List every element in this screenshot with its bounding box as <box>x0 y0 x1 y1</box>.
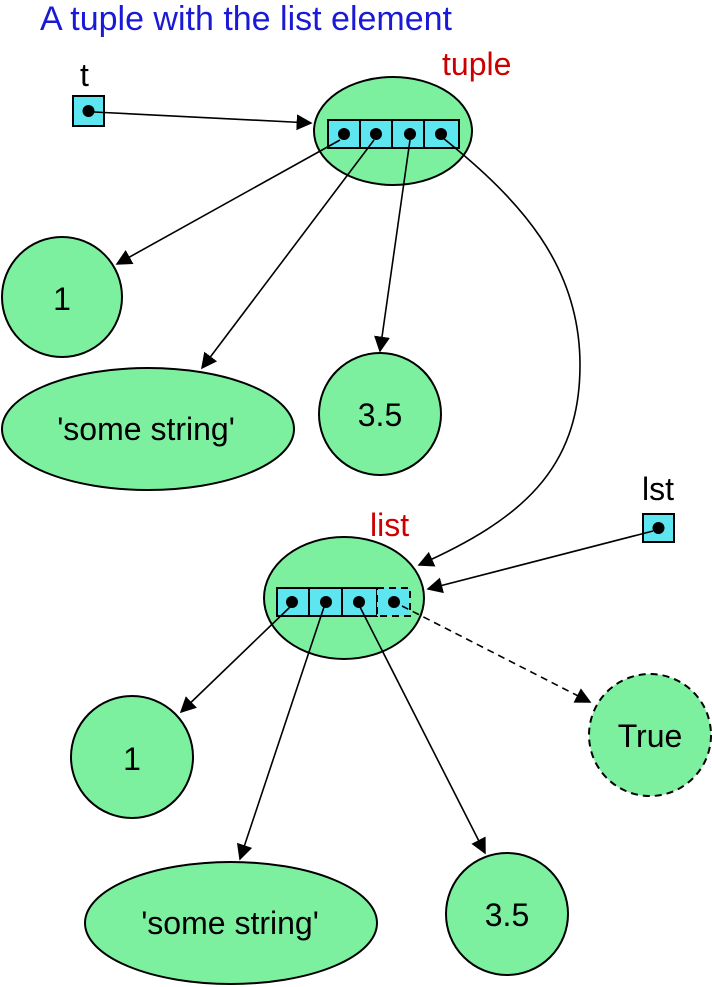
diagram-title: A tuple with the list element <box>40 0 453 38</box>
svg-text:'some string': 'some string' <box>141 905 319 941</box>
edge-list-to-string <box>236 606 325 861</box>
tuple-item-float-node: 3.5 <box>318 352 442 476</box>
edge-list-to-1 <box>179 606 291 714</box>
list-item-string-node: 'some string' <box>84 861 378 985</box>
list-label: list <box>370 507 409 543</box>
edge-lst-to-list <box>426 530 654 594</box>
svg-text:3.5: 3.5 <box>485 897 529 933</box>
edge-list-to-true <box>401 605 592 703</box>
list-item-true-node: True <box>588 673 712 797</box>
svg-text:3.5: 3.5 <box>358 397 402 433</box>
variable-t-label: t <box>80 57 89 93</box>
svg-text:'some string': 'some string' <box>57 411 235 447</box>
variable-lst-box <box>642 513 675 543</box>
list-node <box>263 536 425 660</box>
edge-tuple-to-string <box>201 139 375 370</box>
svg-text:1: 1 <box>123 741 141 777</box>
tuple-item-1-node: 1 <box>1 236 123 358</box>
edge-t-to-tuple <box>93 111 313 131</box>
svg-text:True: True <box>618 718 683 754</box>
edge-list-to-float <box>359 606 486 855</box>
list-item-float-node: 3.5 <box>445 852 569 976</box>
tuple-item-string-node: 'some string' <box>1 367 295 491</box>
variable-t-box <box>72 95 105 127</box>
variable-lst-label: lst <box>642 471 674 507</box>
edge-tuple-to-1 <box>115 139 341 265</box>
svg-text:1: 1 <box>53 281 71 317</box>
tuple-label: tuple <box>442 46 511 82</box>
list-item-1-node: 1 <box>70 695 194 819</box>
edge-tuple-to-list <box>417 137 581 567</box>
edge-tuple-to-float <box>374 139 411 353</box>
tuple-node <box>313 76 473 186</box>
